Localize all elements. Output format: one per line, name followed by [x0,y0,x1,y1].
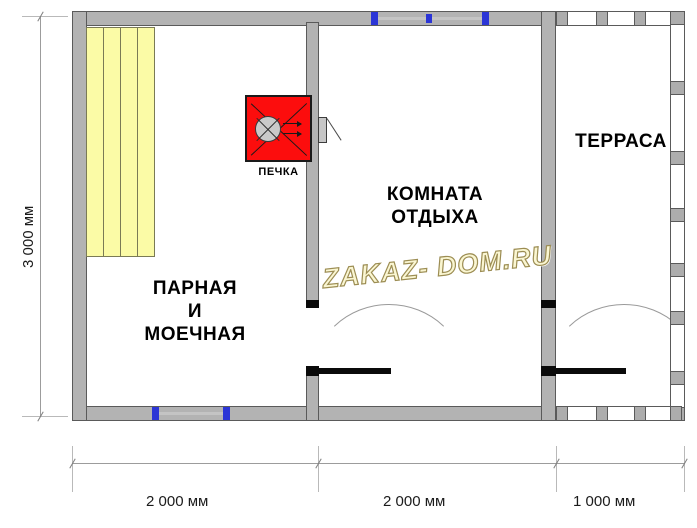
door-leaf [548,368,626,374]
stove-hatch-leaf [326,118,342,141]
railing-post [596,11,608,26]
room-label-terrasa: ТЕРРАСА [575,131,667,152]
window-jamb [152,407,159,420]
window-glass [158,412,224,415]
window-jamb [371,12,378,25]
stove-heat-arrow-icon [283,121,302,127]
railing-post [670,151,685,165]
bench-slat [104,28,121,256]
bench-shelf [86,27,155,257]
dimension-label-seg-2: 2 000 мм [383,493,446,510]
dimension-extension-line [556,446,557,492]
dimension-extension-line [684,446,685,492]
railing-post [634,11,646,26]
railing-post [670,11,685,25]
door-swing-arc [312,304,466,450]
bench-slat [87,28,104,256]
dimension-line-horizontal [72,463,685,464]
railing-post [670,81,685,95]
railing-bar [556,11,682,26]
dimension-extension-line [318,446,319,492]
railing-post [670,208,685,222]
railing-post [634,406,646,421]
door-jamb-marker [306,366,319,376]
door-hinge [306,300,319,308]
railing-post [670,406,682,421]
window-top[interactable] [371,11,489,26]
dimension-extension-line [72,446,73,492]
room-label-parnaya: ПАРНАЯ И МОЕЧНАЯ [144,278,246,346]
wall-partition-upper [306,22,319,304]
stove-hatch [318,117,327,143]
door-komnata-terrasa[interactable] [541,300,697,378]
dimension-label-seg-1: 2 000 мм [146,493,209,510]
window-jamb [482,12,489,25]
railing-bar [556,406,682,421]
door-jamb-marker [541,366,556,376]
dimension-label-seg-3: 1 000 мм [573,493,636,510]
door-swing-arc [547,304,697,450]
terrace-railing-right [670,11,685,421]
dimension-extension-line [22,416,68,417]
room-label-komnata: КОМНАТА ОТДЫХА [386,184,484,229]
dimension-label-height: 3 000 мм [20,205,37,268]
dimension-line-vertical [40,16,41,417]
bench-slat [121,28,138,256]
railing-post [670,311,685,325]
railing-post [670,263,685,277]
window-jamb [223,407,230,420]
bench-slat [138,28,154,256]
stove-pechka [245,95,312,162]
railing-post [556,406,568,421]
terrace-railing-bottom [556,406,682,421]
door-leaf [313,368,391,374]
stove-label: ПЕЧКА [258,166,299,178]
dimension-extension-line [22,16,68,17]
railing-post [596,406,608,421]
railing-post [556,11,568,26]
wall-terrace-jamb-upper [541,11,556,304]
stove-heat-arrow-icon [283,131,302,137]
watermark-zakaz-dom-ru: ZAKAZ- DOM.RU [320,239,554,294]
terrace-railing-top [556,11,682,26]
wall-exterior-left [72,11,87,421]
door-hinge [541,300,556,308]
window-mullion [426,14,432,23]
railing-post [670,371,685,385]
stove-burner-icon [255,116,281,142]
door-parnaya-komnata[interactable] [306,300,466,378]
window-bottom[interactable] [152,406,230,421]
